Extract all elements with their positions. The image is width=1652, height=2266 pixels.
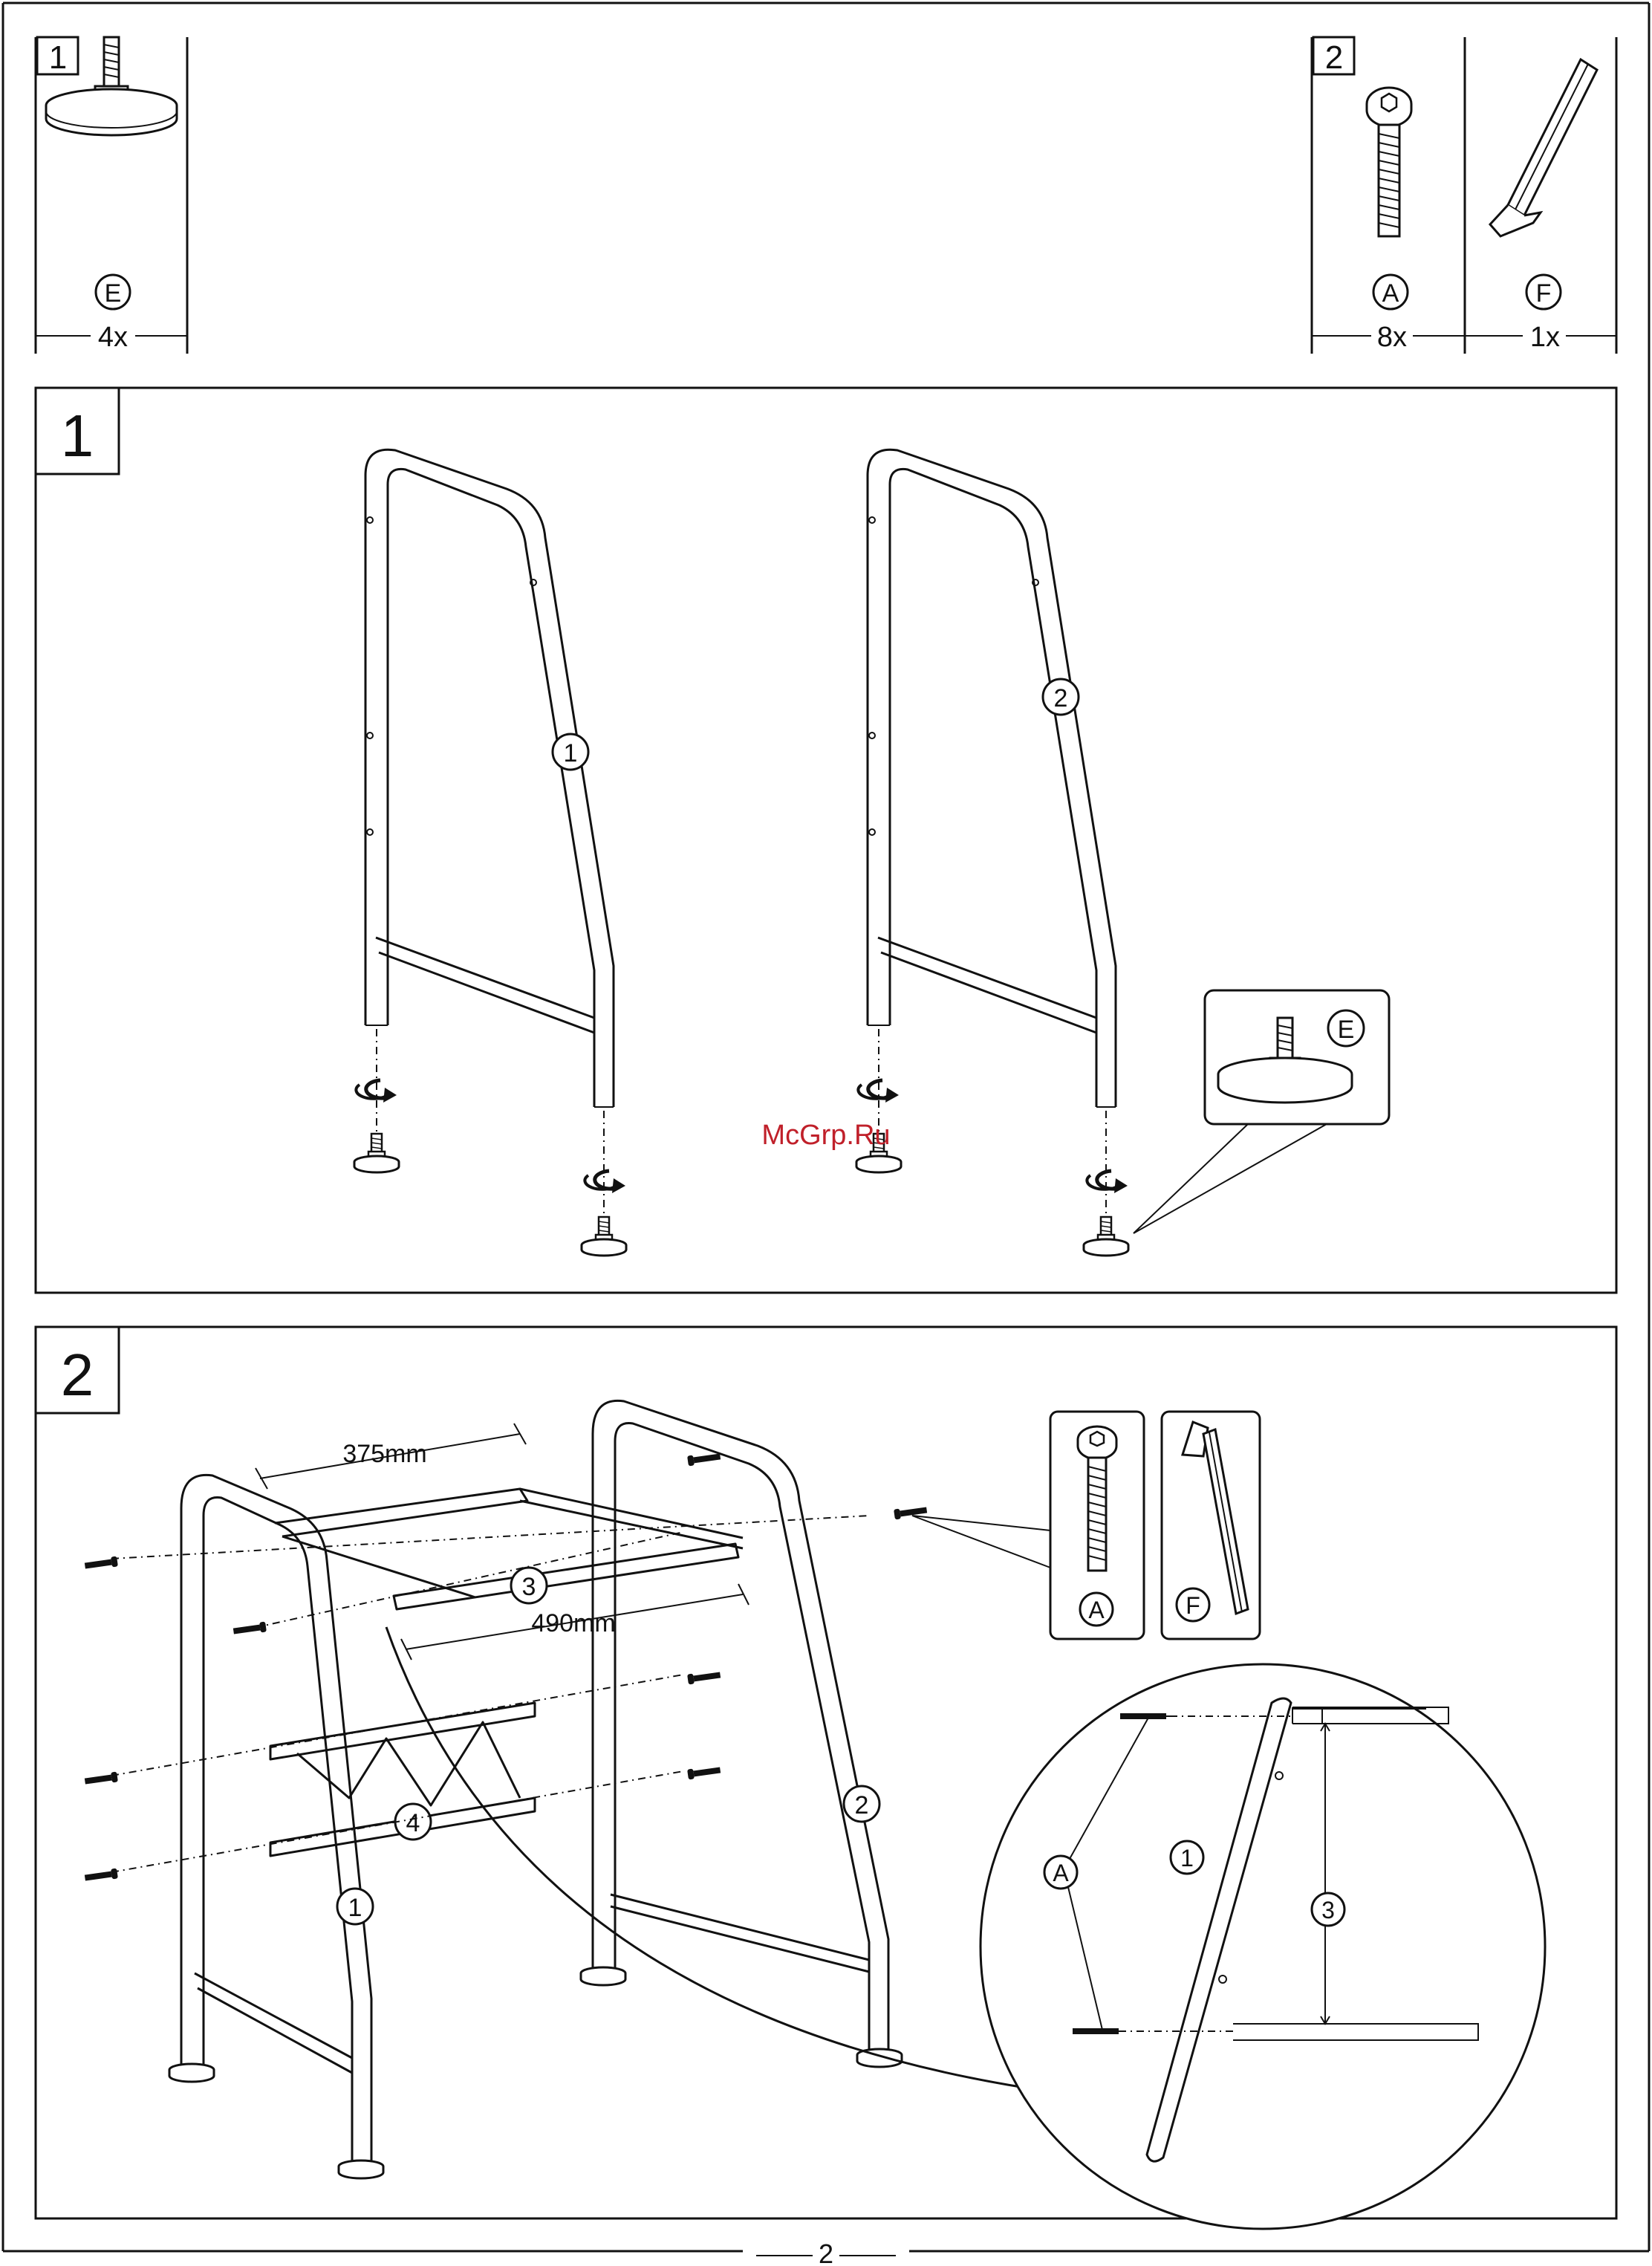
bolt-icon [84, 1556, 118, 1571]
hex-key-icon [1183, 1422, 1248, 1614]
detail-bar-label: 3 [1321, 1897, 1335, 1923]
callout-letter: E [1338, 1016, 1355, 1044]
rotate-arrow-icon [1087, 1171, 1128, 1193]
parts-box-feet: 1 E 4x [36, 37, 187, 354]
dimensions: 375mm 490mm [256, 1423, 749, 1660]
side-frame-2: 2 [856, 449, 1128, 1256]
bolt-icon [687, 1452, 721, 1467]
bolt-icon [687, 1670, 721, 1685]
leveling-foot-icon [582, 1217, 626, 1256]
bolt-quantity: 8x [1377, 322, 1407, 353]
detail-frame-label: 1 [1180, 1845, 1194, 1871]
hex-key-icon [1490, 59, 1597, 236]
rotate-arrow-icon [585, 1171, 625, 1193]
key-quantity: 1x [1530, 322, 1560, 353]
frame-label: 1 [564, 739, 578, 767]
watermark: McGrp.Ru [761, 1120, 890, 1151]
bolt-icon [84, 1869, 118, 1883]
key-letter: F [1536, 279, 1552, 308]
bolt-icon [84, 1772, 118, 1787]
hardware-inset: A F [912, 1412, 1260, 1639]
detail-bolt-letter: A [1053, 1860, 1069, 1886]
bolt-icon [687, 1765, 721, 1780]
frame-label: 1 [348, 1894, 362, 1922]
leveling-foot-icon [1084, 1217, 1128, 1256]
step-number: 1 [61, 403, 94, 469]
foot-callout: E [1134, 990, 1389, 1233]
leveling-foot-icon [354, 1134, 399, 1172]
bar-label: 4 [406, 1809, 420, 1837]
parts-box-number: 1 [49, 39, 67, 76]
part-quantity: 4x [98, 322, 128, 353]
bolt-icon [894, 1505, 928, 1520]
bolt-icon [232, 1622, 267, 1637]
parts-box-hardware: 2 A 8x F 1x [1312, 37, 1616, 354]
inset-bolt-letter: A [1088, 1597, 1105, 1623]
step-2-panel: 2 2 3 [36, 1327, 1616, 2229]
side-frame-1: 1 [354, 449, 626, 1256]
parts-box-number: 2 [1325, 39, 1343, 76]
cross-bars: 3 4 [270, 1489, 743, 1856]
inset-key-letter: F [1186, 1592, 1200, 1619]
front-frame-1: 1 [169, 1475, 383, 2178]
frame-label: 2 [855, 1791, 869, 1819]
bolt-letter: A [1382, 279, 1399, 308]
bar-label: 3 [522, 1573, 536, 1601]
step-number: 2 [61, 1342, 94, 1408]
detail-view: A 1 3 [386, 1627, 1545, 2229]
rear-frame-2: 2 [581, 1400, 902, 2067]
bolt-icon [1367, 88, 1411, 236]
dim-width: 490mm [531, 1609, 615, 1637]
page-number: 2 [819, 2239, 833, 2266]
dim-depth: 375mm [342, 1440, 426, 1468]
step-1-panel: 1 1 2 [36, 388, 1616, 1293]
screws [84, 1452, 927, 1883]
bolt-icon [1078, 1426, 1116, 1571]
frame-label: 2 [1054, 684, 1068, 712]
part-letter-e: E [105, 279, 122, 308]
